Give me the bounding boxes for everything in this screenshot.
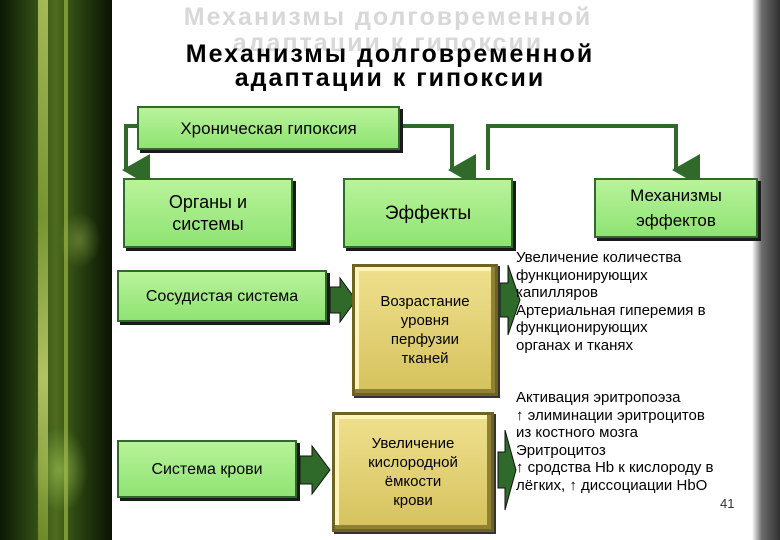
- title-shadow: Механизмы долговременной адаптации к гип…: [183, 3, 593, 57]
- arrow-perfusion-to-text: [499, 264, 521, 336]
- blood-system-box: Система крови: [117, 440, 297, 498]
- decorative-vein: [38, 0, 48, 540]
- decorative-right-strip: [752, 0, 780, 540]
- decorative-side-image: [0, 0, 112, 540]
- perfusion-increase-box: Возрастание уровня перфузии тканей: [352, 264, 498, 396]
- arrow-capacity-to-text: [497, 429, 517, 511]
- decorative-vein: [64, 0, 68, 540]
- arrow-to-effects: [400, 124, 476, 186]
- mechanisms-of-effects-box: Механизмы эффектов: [594, 178, 758, 238]
- organs-systems-box: Органы и системы: [123, 178, 293, 248]
- effects-box: Эффекты: [343, 178, 513, 248]
- connector-top: [486, 124, 700, 186]
- vascular-system-box: Сосудистая система: [117, 270, 327, 322]
- page-number: 41: [720, 496, 735, 511]
- chronic-hypoxia-box: Хроническая гипоксия: [137, 106, 400, 150]
- arrow-blood-to-capacity: [299, 444, 331, 496]
- page-title: Механизмы долговременной адаптации к гип…: [185, 40, 595, 92]
- oxygen-capacity-box: Увеличение кислородной ёмкости крови: [332, 412, 494, 532]
- capillaries-text: Увеличение количества функционирующих ка…: [516, 249, 706, 354]
- erythropoiesis-text: Активация эритропоэза ↑ элиминации эритр…: [516, 389, 714, 494]
- title-area: Механизмы долговременной адаптации к гип…: [0, 0, 780, 100]
- arrow-vascular-to-perfusion: [329, 276, 357, 324]
- arrow-to-organs: [122, 124, 150, 186]
